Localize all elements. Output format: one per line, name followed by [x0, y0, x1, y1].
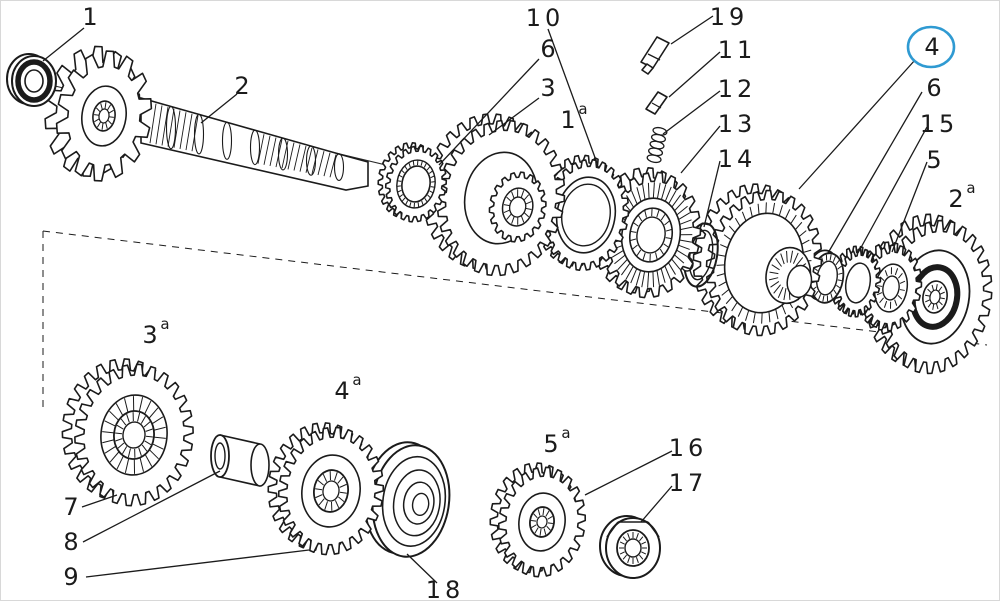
- callout-3a-sup: a: [160, 315, 169, 333]
- callout-1a[interactable]: 1 a: [560, 100, 587, 134]
- leader-item10: [547, 28, 598, 164]
- callout-6-left[interactable]: 6: [540, 35, 555, 63]
- gear-3a: [61, 358, 194, 507]
- callout-4a-base: 4: [334, 377, 349, 405]
- callout-3a-base: 3: [142, 321, 157, 349]
- callout-8[interactable]: 8: [63, 528, 78, 556]
- callout-3[interactable]: 3: [540, 74, 555, 102]
- callout-19[interactable]: 19: [710, 3, 749, 31]
- leader-item1: [42, 27, 85, 62]
- part-drawings: [6, 36, 993, 579]
- callout-7[interactable]: 7: [63, 493, 78, 521]
- callout-4-highlighted[interactable]: 4: [924, 33, 939, 61]
- leader-item13: [680, 125, 721, 174]
- callout-13[interactable]: 13: [718, 110, 757, 138]
- bearing-1: [6, 53, 57, 107]
- leader-item4: [798, 59, 916, 190]
- callout-2a-base: 2: [948, 185, 963, 213]
- pinion-gear: [44, 45, 153, 182]
- synchro-drum-18: [363, 441, 451, 558]
- leader-item16: [584, 450, 673, 496]
- leader-item15: [857, 126, 928, 254]
- callout-1[interactable]: 1: [82, 3, 97, 31]
- main-shaft-2: [140, 96, 369, 191]
- leader-item8: [82, 470, 221, 543]
- dashed-boundary-diagonal: [42, 230, 988, 346]
- bushing-8: [210, 434, 270, 487]
- callout-3a[interactable]: 3 a: [142, 315, 169, 349]
- callout-12[interactable]: 12: [718, 75, 757, 103]
- callout-5a[interactable]: 5 a: [543, 424, 570, 458]
- callout-4a-sup: a: [352, 371, 361, 389]
- callout-2[interactable]: 2: [234, 72, 249, 100]
- leader-item17: [640, 485, 673, 523]
- leader-item14: [703, 160, 721, 228]
- callout-5a-base: 5: [543, 430, 558, 458]
- callout-11[interactable]: 11: [718, 36, 757, 64]
- pin-11: [645, 91, 668, 115]
- leader-item12: [662, 90, 721, 135]
- leader-item3: [488, 97, 540, 136]
- highlight-circle-item-4: [906, 25, 956, 69]
- callout-5[interactable]: 5: [926, 146, 941, 174]
- gear-3: [422, 113, 566, 277]
- callouts: 1 2 10 6 3 1 a 19 11 12 13 14 4 6 15 5 2…: [63, 3, 975, 601]
- callout-14[interactable]: 14: [718, 145, 757, 173]
- nut-17: [599, 515, 661, 579]
- callout-4a[interactable]: 4 a: [334, 371, 361, 405]
- leader-item18: [406, 553, 438, 584]
- callout-6-right[interactable]: 6: [926, 74, 941, 102]
- leader-item6-right: [827, 91, 923, 254]
- leader-item19: [670, 15, 714, 45]
- spring-12: [646, 126, 668, 164]
- callout-16[interactable]: 16: [669, 434, 708, 462]
- leader-item9: [85, 549, 310, 578]
- leader-item11: [668, 51, 721, 98]
- callout-15[interactable]: 15: [920, 110, 959, 138]
- bearing-6-left: [377, 142, 448, 223]
- gear-4a: [267, 422, 385, 556]
- synchro-gear-4: [692, 183, 823, 337]
- leader-item7: [81, 494, 118, 508]
- leader-item5: [891, 161, 928, 253]
- callout-2a[interactable]: 2 a: [948, 179, 975, 213]
- callout-5a-sup: a: [561, 424, 570, 442]
- callout-1a-base: 1: [560, 106, 575, 134]
- gear-5a: [489, 462, 587, 578]
- callout-10[interactable]: 10: [526, 4, 565, 32]
- leader-lines: [42, 15, 928, 584]
- leader-item6-left: [438, 58, 540, 166]
- callout-9[interactable]: 9: [63, 563, 78, 591]
- clip-19: [640, 36, 670, 75]
- leader-item2: [200, 93, 238, 124]
- callout-17[interactable]: 17: [669, 469, 708, 497]
- callout-2a-sup: a: [966, 179, 975, 197]
- callout-1a-sup: a: [578, 100, 587, 118]
- callout-18[interactable]: 18: [426, 576, 465, 601]
